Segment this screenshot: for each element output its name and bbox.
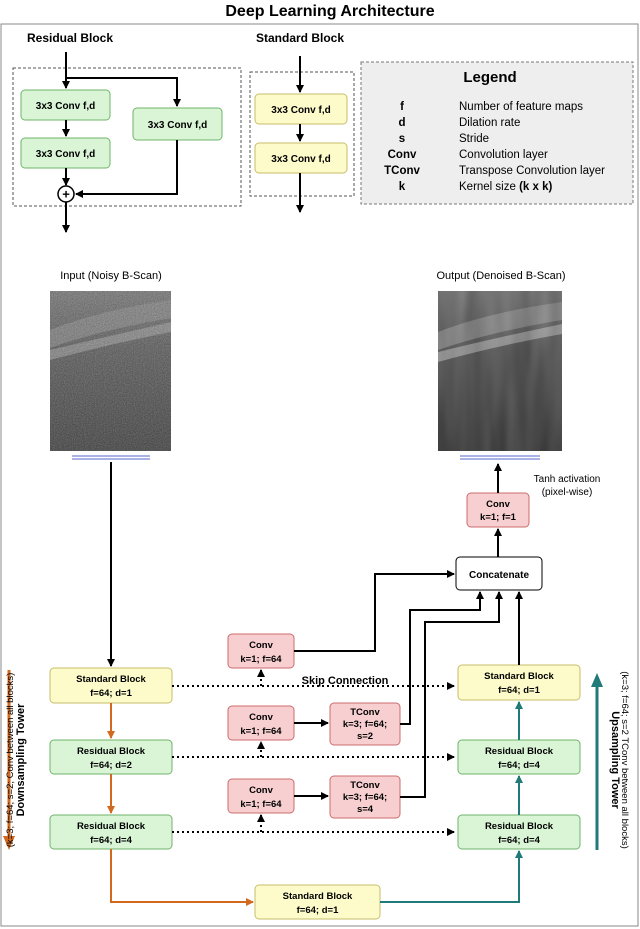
skip-conv-2-title: Conv — [249, 712, 273, 723]
standard-def-box — [249, 71, 355, 197]
legend-desc-conv: Convolution layer — [459, 149, 548, 161]
up-block-3-title: Residual Block — [485, 821, 554, 832]
skip-conv-1-title: Conv — [249, 640, 273, 651]
down-block-2-params: f=64; d=2 — [90, 760, 132, 771]
legend-desc-k: Kernel size (k x k) — [459, 181, 553, 193]
tconv-2-title: TConv — [350, 780, 380, 791]
tconv-1-params: k=3; f=64; — [343, 719, 387, 730]
input-label: Input (Noisy B-Scan) — [60, 270, 161, 282]
add-symbol: + — [62, 187, 70, 202]
up-block-1-title: Standard Block — [484, 671, 554, 682]
skip-conv-3-title: Conv — [249, 785, 273, 796]
input-scan-image — [50, 291, 171, 451]
legend-key-k: k — [399, 181, 406, 193]
tconv-1-title: TConv — [350, 707, 380, 718]
dotted-skip-connections — [172, 669, 455, 836]
residual-def-conv1-label: 3x3 Conv f,d — [36, 101, 95, 112]
legend-box — [360, 61, 634, 205]
tanh-label-line2: (pixel-wise) — [542, 487, 593, 498]
upsampling-tower-arrow — [591, 673, 603, 850]
standard-def-title: Standard Block — [256, 31, 344, 45]
tconv-2-stride: s=4 — [357, 804, 374, 815]
downsampling-tower-note: (k=3; f=64; s=2; Conv between all blocks… — [5, 673, 16, 848]
tanh-label-line1: Tanh activation — [534, 474, 601, 485]
legend-desc-tconv: Transpose Convolution layer — [459, 165, 605, 177]
residual-def-conv-skip-label: 3x3 Conv f,d — [148, 120, 207, 131]
legend-key-f: f — [400, 101, 404, 113]
legend-key-conv: Conv — [388, 149, 417, 161]
legend-desc-s: Stride — [459, 133, 489, 145]
legend-desc-d: Dilation rate — [459, 117, 520, 129]
upsampling-tower-note: (k=3; f=64; s=2 TConv between all blocks… — [619, 671, 630, 849]
down-block-3-title: Residual Block — [77, 821, 146, 832]
add-operation-icon — [57, 185, 75, 203]
skip-connection-label: Skip Connection — [302, 675, 389, 687]
up-block-1-params: f=64; d=1 — [498, 685, 540, 696]
skip-conv-3-params: k=1; f=64 — [240, 799, 282, 810]
up-block-3-params: f=64; d=4 — [498, 835, 540, 846]
down-block-1-title: Standard Block — [76, 674, 146, 685]
output-label: Output (Denoised B-Scan) — [436, 270, 565, 282]
concatenate-label: Concatenate — [469, 570, 529, 581]
skip-conv-2-params: k=1; f=64 — [240, 726, 282, 737]
tconv-1-stride: s=2 — [357, 731, 373, 742]
standard-def-conv2-label: 3x3 Conv f,d — [271, 154, 330, 165]
downsampling-tower-arrow — [3, 670, 15, 850]
down-block-2-title: Residual Block — [77, 746, 146, 757]
down-block-1-params: f=64; d=1 — [90, 688, 132, 699]
output-scan-image — [438, 291, 562, 451]
up-block-2-title: Residual Block — [485, 746, 554, 757]
up-block-2-params: f=64; d=4 — [498, 760, 540, 771]
legend-desc-f: Number of feature maps — [459, 101, 583, 113]
bottleneck-title: Standard Block — [283, 891, 353, 902]
legend-key-s: s — [399, 133, 405, 145]
standard-def-conv1-label: 3x3 Conv f,d — [271, 105, 330, 116]
residual-def-conv2-label: 3x3 Conv f,d — [36, 149, 95, 160]
legend-key-d: d — [398, 117, 405, 129]
bottleneck-params: f=64; d=1 — [297, 905, 339, 916]
residual-def-box — [12, 67, 242, 207]
upsampling-tower-title: Upsampling Tower — [609, 711, 621, 809]
final-conv-params: k=1; f=1 — [480, 512, 517, 523]
orange-down-connectors — [107, 703, 254, 906]
final-conv-title: Conv — [486, 499, 510, 510]
teal-up-connectors — [380, 701, 523, 903]
legend-key-tconv: TConv — [384, 165, 420, 177]
outer-border — [0, 23, 639, 927]
black-connectors — [107, 462, 523, 800]
skip-conv-1-params: k=1; f=64 — [240, 654, 282, 665]
legend-title: Legend — [463, 69, 516, 86]
tconv-2-params: k=3; f=64; — [343, 792, 387, 803]
down-block-3-params: f=64; d=4 — [90, 835, 132, 846]
downsampling-tower-title: Downsampling Tower — [15, 703, 27, 817]
diagram-title: Deep Learning Architecture — [225, 3, 434, 20]
residual-def-title: Residual Block — [27, 31, 113, 45]
